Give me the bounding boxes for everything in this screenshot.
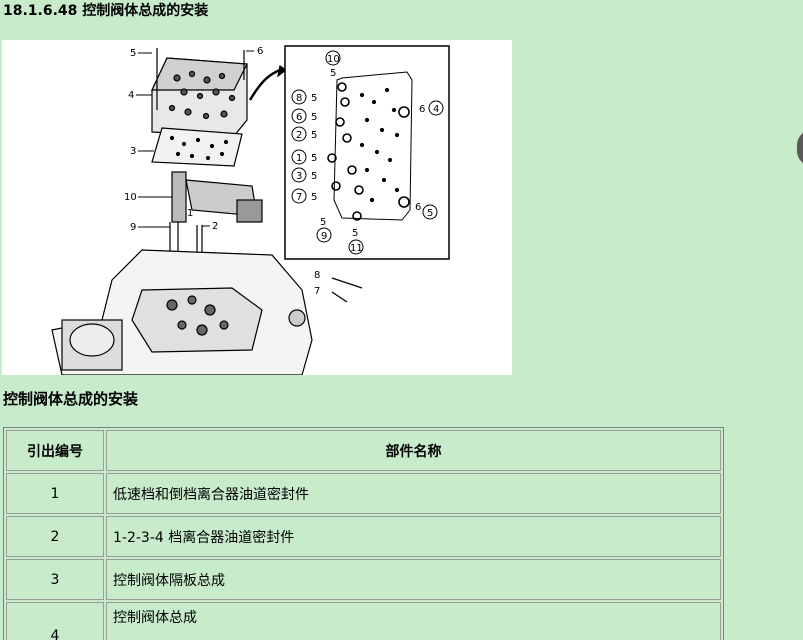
svg-text:8: 8 — [314, 270, 320, 281]
part-name-cell: 控制阀体隔板总成 — [106, 559, 721, 600]
svg-text:10: 10 — [327, 54, 340, 65]
svg-text:7: 7 — [314, 286, 320, 297]
svg-text:1: 1 — [187, 208, 193, 219]
side-scroll-tab[interactable] — [797, 130, 803, 166]
svg-text:3: 3 — [296, 171, 302, 182]
section-heading: 控制阀体总成的安装 — [3, 390, 139, 408]
svg-text:2: 2 — [296, 130, 302, 141]
table-row: 1 低速档和倒档离合器油道密封件 — [6, 473, 721, 514]
svg-text:9: 9 — [130, 222, 136, 233]
svg-text:3: 3 — [130, 146, 136, 157]
callout-number-cell: 4 — [6, 602, 104, 640]
table-row: 4 控制阀体总成 — [6, 602, 721, 640]
svg-text:6: 6 — [415, 202, 421, 213]
table-row: 3 控制阀体隔板总成 — [6, 559, 721, 600]
page-heading: 18.1.6.48 控制阀体总成的安装 — [3, 3, 209, 19]
svg-text:5: 5 — [311, 112, 317, 123]
svg-text:5: 5 — [320, 217, 326, 228]
svg-text:5: 5 — [311, 171, 317, 182]
svg-text:10: 10 — [124, 192, 137, 203]
svg-text:6: 6 — [419, 104, 425, 115]
valve-body-drawing — [51, 48, 363, 375]
svg-text:7: 7 — [296, 192, 302, 203]
part-name-cell: 1-2-3-4 档离合器油道密封件 — [106, 516, 721, 557]
svg-text:5: 5 — [311, 93, 317, 104]
svg-text:5: 5 — [427, 208, 433, 219]
svg-text:9: 9 — [321, 231, 327, 242]
callout-number-cell: 1 — [6, 473, 104, 514]
svg-text:4: 4 — [128, 90, 134, 101]
svg-text:6: 6 — [257, 46, 263, 57]
control-valve-body-diagram: 5 6 4 3 10 9 1 2 8 7 — [2, 40, 512, 375]
column-header-callout-number: 引出编号 — [6, 430, 104, 471]
svg-text:2: 2 — [212, 221, 218, 232]
svg-text:6: 6 — [296, 112, 302, 123]
svg-text:5: 5 — [311, 153, 317, 164]
callout-number-cell: 2 — [6, 516, 104, 557]
svg-text:5: 5 — [311, 130, 317, 141]
svg-text:1: 1 — [296, 153, 302, 164]
parts-table: 引出编号 部件名称 1 低速档和倒档离合器油道密封件 2 1-2-3-4 档离合… — [3, 427, 724, 640]
table-row: 2 1-2-3-4 档离合器油道密封件 — [6, 516, 721, 557]
svg-text:5: 5 — [130, 48, 136, 59]
svg-text:5: 5 — [311, 192, 317, 203]
svg-text:11: 11 — [350, 243, 363, 254]
table-header-row: 引出编号 部件名称 — [6, 430, 721, 471]
svg-text:5: 5 — [330, 68, 336, 79]
svg-text:8: 8 — [296, 93, 302, 104]
svg-text:4: 4 — [433, 104, 439, 115]
callout-number-cell: 3 — [6, 559, 104, 600]
part-name-cell: 控制阀体总成 — [106, 602, 721, 640]
part-name-cell: 低速档和倒档离合器油道密封件 — [106, 473, 721, 514]
svg-text:5: 5 — [352, 228, 358, 239]
column-header-part-name: 部件名称 — [106, 430, 721, 471]
